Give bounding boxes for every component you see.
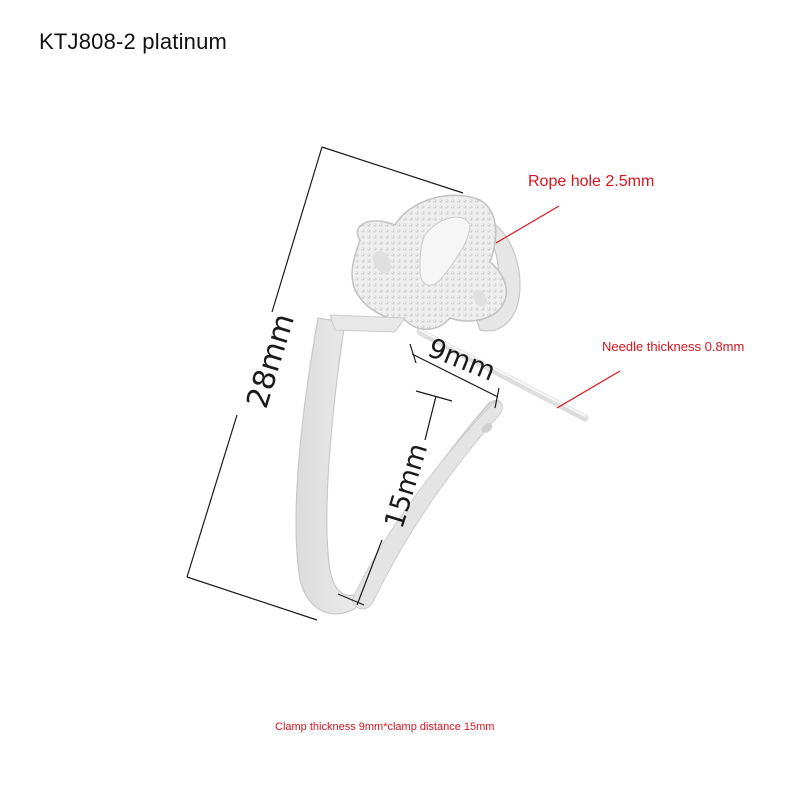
rope-hole-annotation: Rope hole 2.5mm [528,173,655,190]
dimension-15mm [337,390,453,606]
dimension-28mm [186,146,464,621]
rope-hole-leader [495,205,560,244]
pave-knot [351,194,507,330]
caption: Clamp thickness 9mm*clamp distance 15mm [275,721,495,733]
dimension-28mm-label: 28mm [240,310,302,413]
product-title: KTJ808-2 platinum [39,29,228,54]
needle [416,328,589,422]
dimension-9mm [409,343,500,409]
earring-clip [295,317,503,615]
needle-leader [556,370,621,409]
needle-thickness-annotation: Needle thickness 0.8mm [602,339,745,354]
